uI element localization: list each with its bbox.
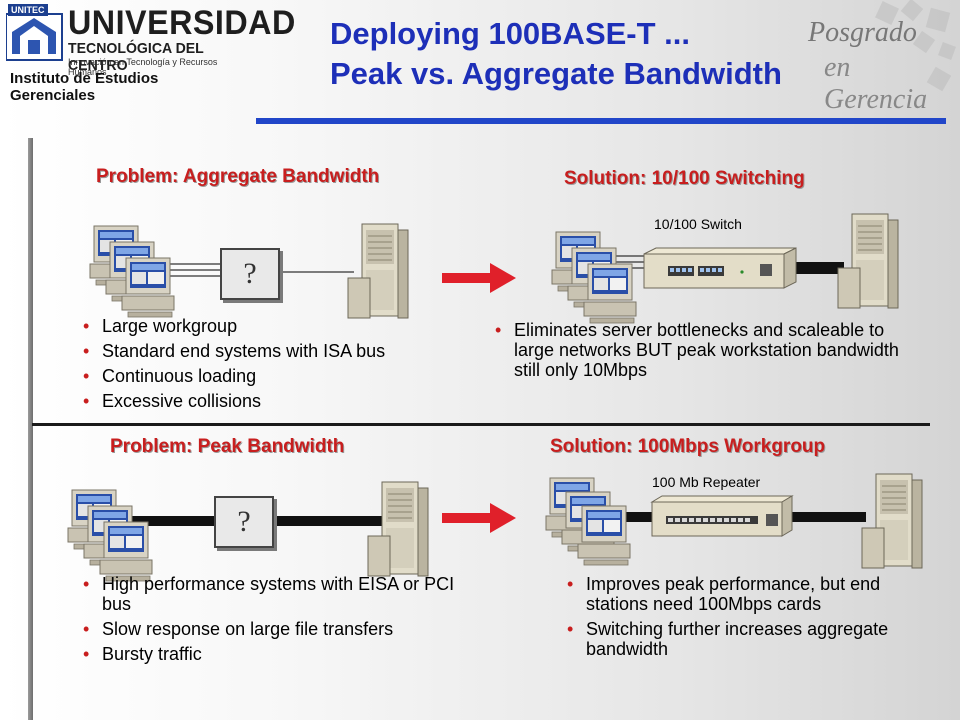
arrow-right-icon (442, 503, 516, 533)
list-item: Improves peak performance, but end stati… (564, 574, 944, 614)
middle-divider (32, 423, 930, 426)
server-icon (861, 473, 923, 569)
list-item: Eliminates server bottlenecks and scalea… (492, 320, 922, 380)
logo-university-text: UNIVERSIDAD (68, 4, 296, 42)
university-emblem-icon (6, 13, 63, 61)
list-item: High performance systems with EISA or PC… (80, 574, 480, 614)
list-item: Continuous loading (80, 366, 500, 386)
workstation-icon (577, 505, 631, 566)
logo-innovation-text: Innovación en Tecnología y Recursos Huma… (68, 57, 218, 77)
workstation-icon (121, 257, 175, 318)
header-blue-title-rule (256, 118, 946, 124)
fast-link-line (600, 512, 660, 522)
aggregate-problem-bullets: Large workgroup Standard end systems wit… (80, 316, 500, 416)
workgroup-solution-bullets: Improves peak performance, but end stati… (564, 574, 944, 664)
fast-link-line (788, 262, 844, 274)
list-item: Bursty traffic (80, 644, 480, 664)
title-line-2: Peak vs. Aggregate Bandwidth (330, 56, 782, 91)
list-item: Slow response on large file transfers (80, 619, 480, 639)
switch-device-icon (643, 247, 797, 289)
list-item: Excessive collisions (80, 391, 500, 411)
slide-title: Deploying 100BASE-T ... Peak vs. Aggrega… (330, 14, 782, 94)
switching-solution-diagram (551, 213, 899, 324)
peak-problem-diagram (67, 481, 429, 582)
list-item: Large workgroup (80, 316, 500, 336)
repeater-device-icon (650, 495, 794, 537)
title-line-1: Deploying 100BASE-T ... (330, 16, 691, 51)
heading-workgroup-solution: Solution: 100Mbps Workgroup (550, 436, 826, 457)
header-rule-bar (958, 118, 959, 119)
arrow-right-icon (442, 263, 516, 293)
posgrado-logo-text: Posgrado (808, 17, 917, 48)
logo-badge: UNITEC (8, 4, 48, 16)
title-bottom-rule (955, 118, 956, 119)
fast-link-line (274, 516, 384, 526)
fast-link-line (792, 512, 866, 522)
gerencia-logo-text: en Gerencia (824, 52, 928, 115)
switching-solution-bullets: Eliminates server bottlenecks and scalea… (492, 320, 922, 385)
workstation-icon (583, 263, 637, 324)
logo-institute-text: Instituto de Estudios Gerenciales (10, 70, 159, 104)
list-item: Switching further increases aggregate ba… (564, 619, 944, 659)
logo-technological-text: TECNOLÓGICA DEL CENTRO (68, 40, 204, 74)
decorative-tiles-icon (875, 0, 956, 92)
list-item: Standard end systems with ISA bus (80, 341, 500, 361)
university-logo: UNITEC UNIVERSIDAD TECNOLÓGICA DEL CENTR… (6, 4, 295, 104)
peak-problem-bullets: High performance systems with EISA or PC… (80, 574, 480, 669)
workgroup-solution-diagram (545, 473, 923, 569)
fast-link-line (132, 516, 292, 526)
left-vertical-bar (28, 138, 33, 720)
unknown-device-box: ? (220, 248, 280, 300)
heading-aggregate-problem: Problem: Aggregate Bandwidth (96, 166, 380, 187)
server-icon (347, 223, 409, 319)
switch-label: 10/100 Switch (654, 216, 742, 232)
unknown-device-box: ? (214, 496, 274, 548)
repeater-label: 100 Mb Repeater (652, 474, 761, 490)
server-icon (837, 213, 899, 309)
aggregate-problem-diagram (89, 223, 409, 319)
server-icon (367, 481, 429, 577)
heading-peak-problem: Problem: Peak Bandwidth (110, 436, 345, 457)
heading-switching-solution: Solution: 10/100 Switching (564, 168, 805, 189)
top-blue-rule (957, 119, 958, 120)
workstation-icon (99, 521, 153, 582)
